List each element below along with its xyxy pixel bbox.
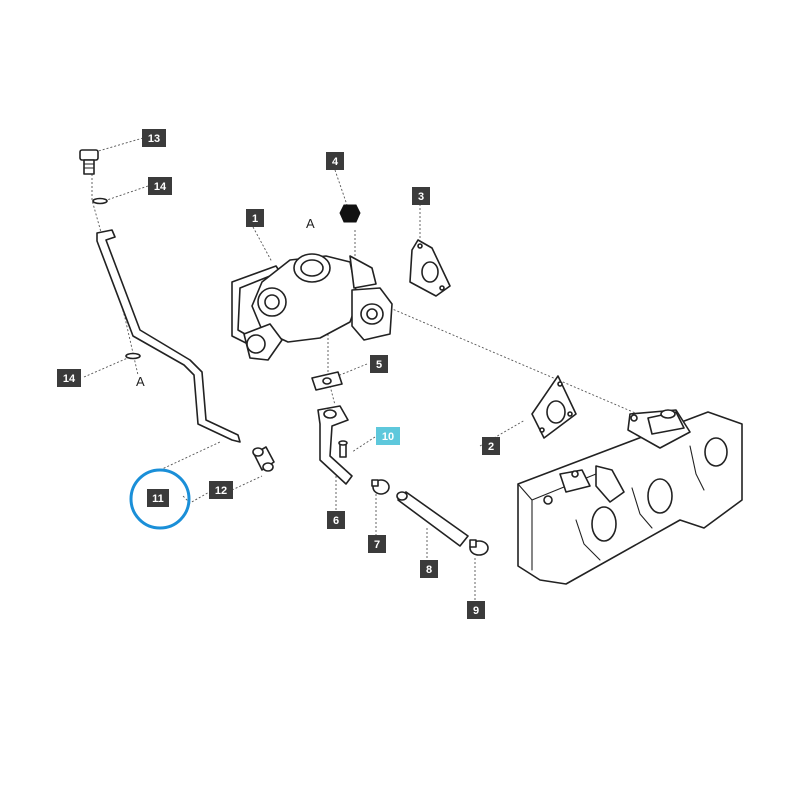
callout-label: 7 bbox=[374, 539, 380, 551]
callout-11[interactable]: 11 bbox=[147, 489, 169, 507]
callout-label: 5 bbox=[376, 359, 382, 371]
callout-label: 14 bbox=[154, 181, 167, 193]
callout-5[interactable]: 5 bbox=[370, 355, 388, 373]
bolt-part bbox=[338, 440, 348, 458]
turbocharger-part bbox=[231, 253, 393, 361]
exhaust-manifold-part bbox=[517, 409, 743, 585]
callout-label: 6 bbox=[333, 515, 339, 527]
callout-label: 11 bbox=[152, 493, 164, 505]
plug-part bbox=[339, 204, 361, 223]
callout-1[interactable]: 1 bbox=[246, 209, 264, 227]
clamp-lower-part bbox=[469, 539, 489, 556]
callout-14-lower[interactable]: 14 bbox=[57, 369, 81, 387]
callout-9[interactable]: 9 bbox=[467, 601, 485, 619]
callout-label: 3 bbox=[418, 191, 424, 203]
turbo-gasket-part bbox=[409, 239, 451, 297]
fitting-part bbox=[252, 446, 275, 472]
callout-6[interactable]: 6 bbox=[327, 511, 345, 529]
flange-gasket-part bbox=[311, 371, 343, 391]
callout-8[interactable]: 8 bbox=[420, 560, 438, 578]
clamp-upper-part bbox=[371, 479, 390, 495]
oil-return-pipe-part bbox=[317, 405, 353, 485]
callout-13[interactable]: 13 bbox=[142, 129, 166, 147]
manifold-gasket-part bbox=[531, 375, 577, 439]
reference-letter-a-turbo: A bbox=[306, 216, 315, 231]
callout-label: 9 bbox=[473, 605, 479, 617]
oil-feed-pipe-part bbox=[96, 229, 241, 443]
callout-4[interactable]: 4 bbox=[326, 152, 344, 170]
callout-2[interactable]: 2 bbox=[482, 437, 500, 455]
callout-label: 4 bbox=[332, 156, 339, 168]
washer-lower-part bbox=[125, 352, 141, 360]
callout-label: 1 bbox=[252, 213, 258, 225]
callout-label: 14 bbox=[63, 373, 76, 385]
banjo-bolt-part bbox=[79, 149, 99, 175]
callout-10[interactable]: 10 bbox=[376, 427, 400, 445]
selection-ring bbox=[129, 468, 191, 530]
reference-letter-a-pipe: A bbox=[136, 374, 145, 389]
hose-part bbox=[396, 491, 469, 547]
callout-label: 13 bbox=[148, 133, 160, 145]
callout-7[interactable]: 7 bbox=[368, 535, 386, 553]
callout-3[interactable]: 3 bbox=[412, 187, 430, 205]
callout-label: 8 bbox=[426, 564, 432, 576]
callout-label: 12 bbox=[215, 485, 227, 497]
callout-label: 10 bbox=[382, 431, 394, 443]
callout-14-upper[interactable]: 14 bbox=[148, 177, 172, 195]
callout-label: 2 bbox=[488, 441, 494, 453]
callout-12[interactable]: 12 bbox=[209, 481, 233, 499]
washer-upper-part bbox=[92, 197, 108, 205]
